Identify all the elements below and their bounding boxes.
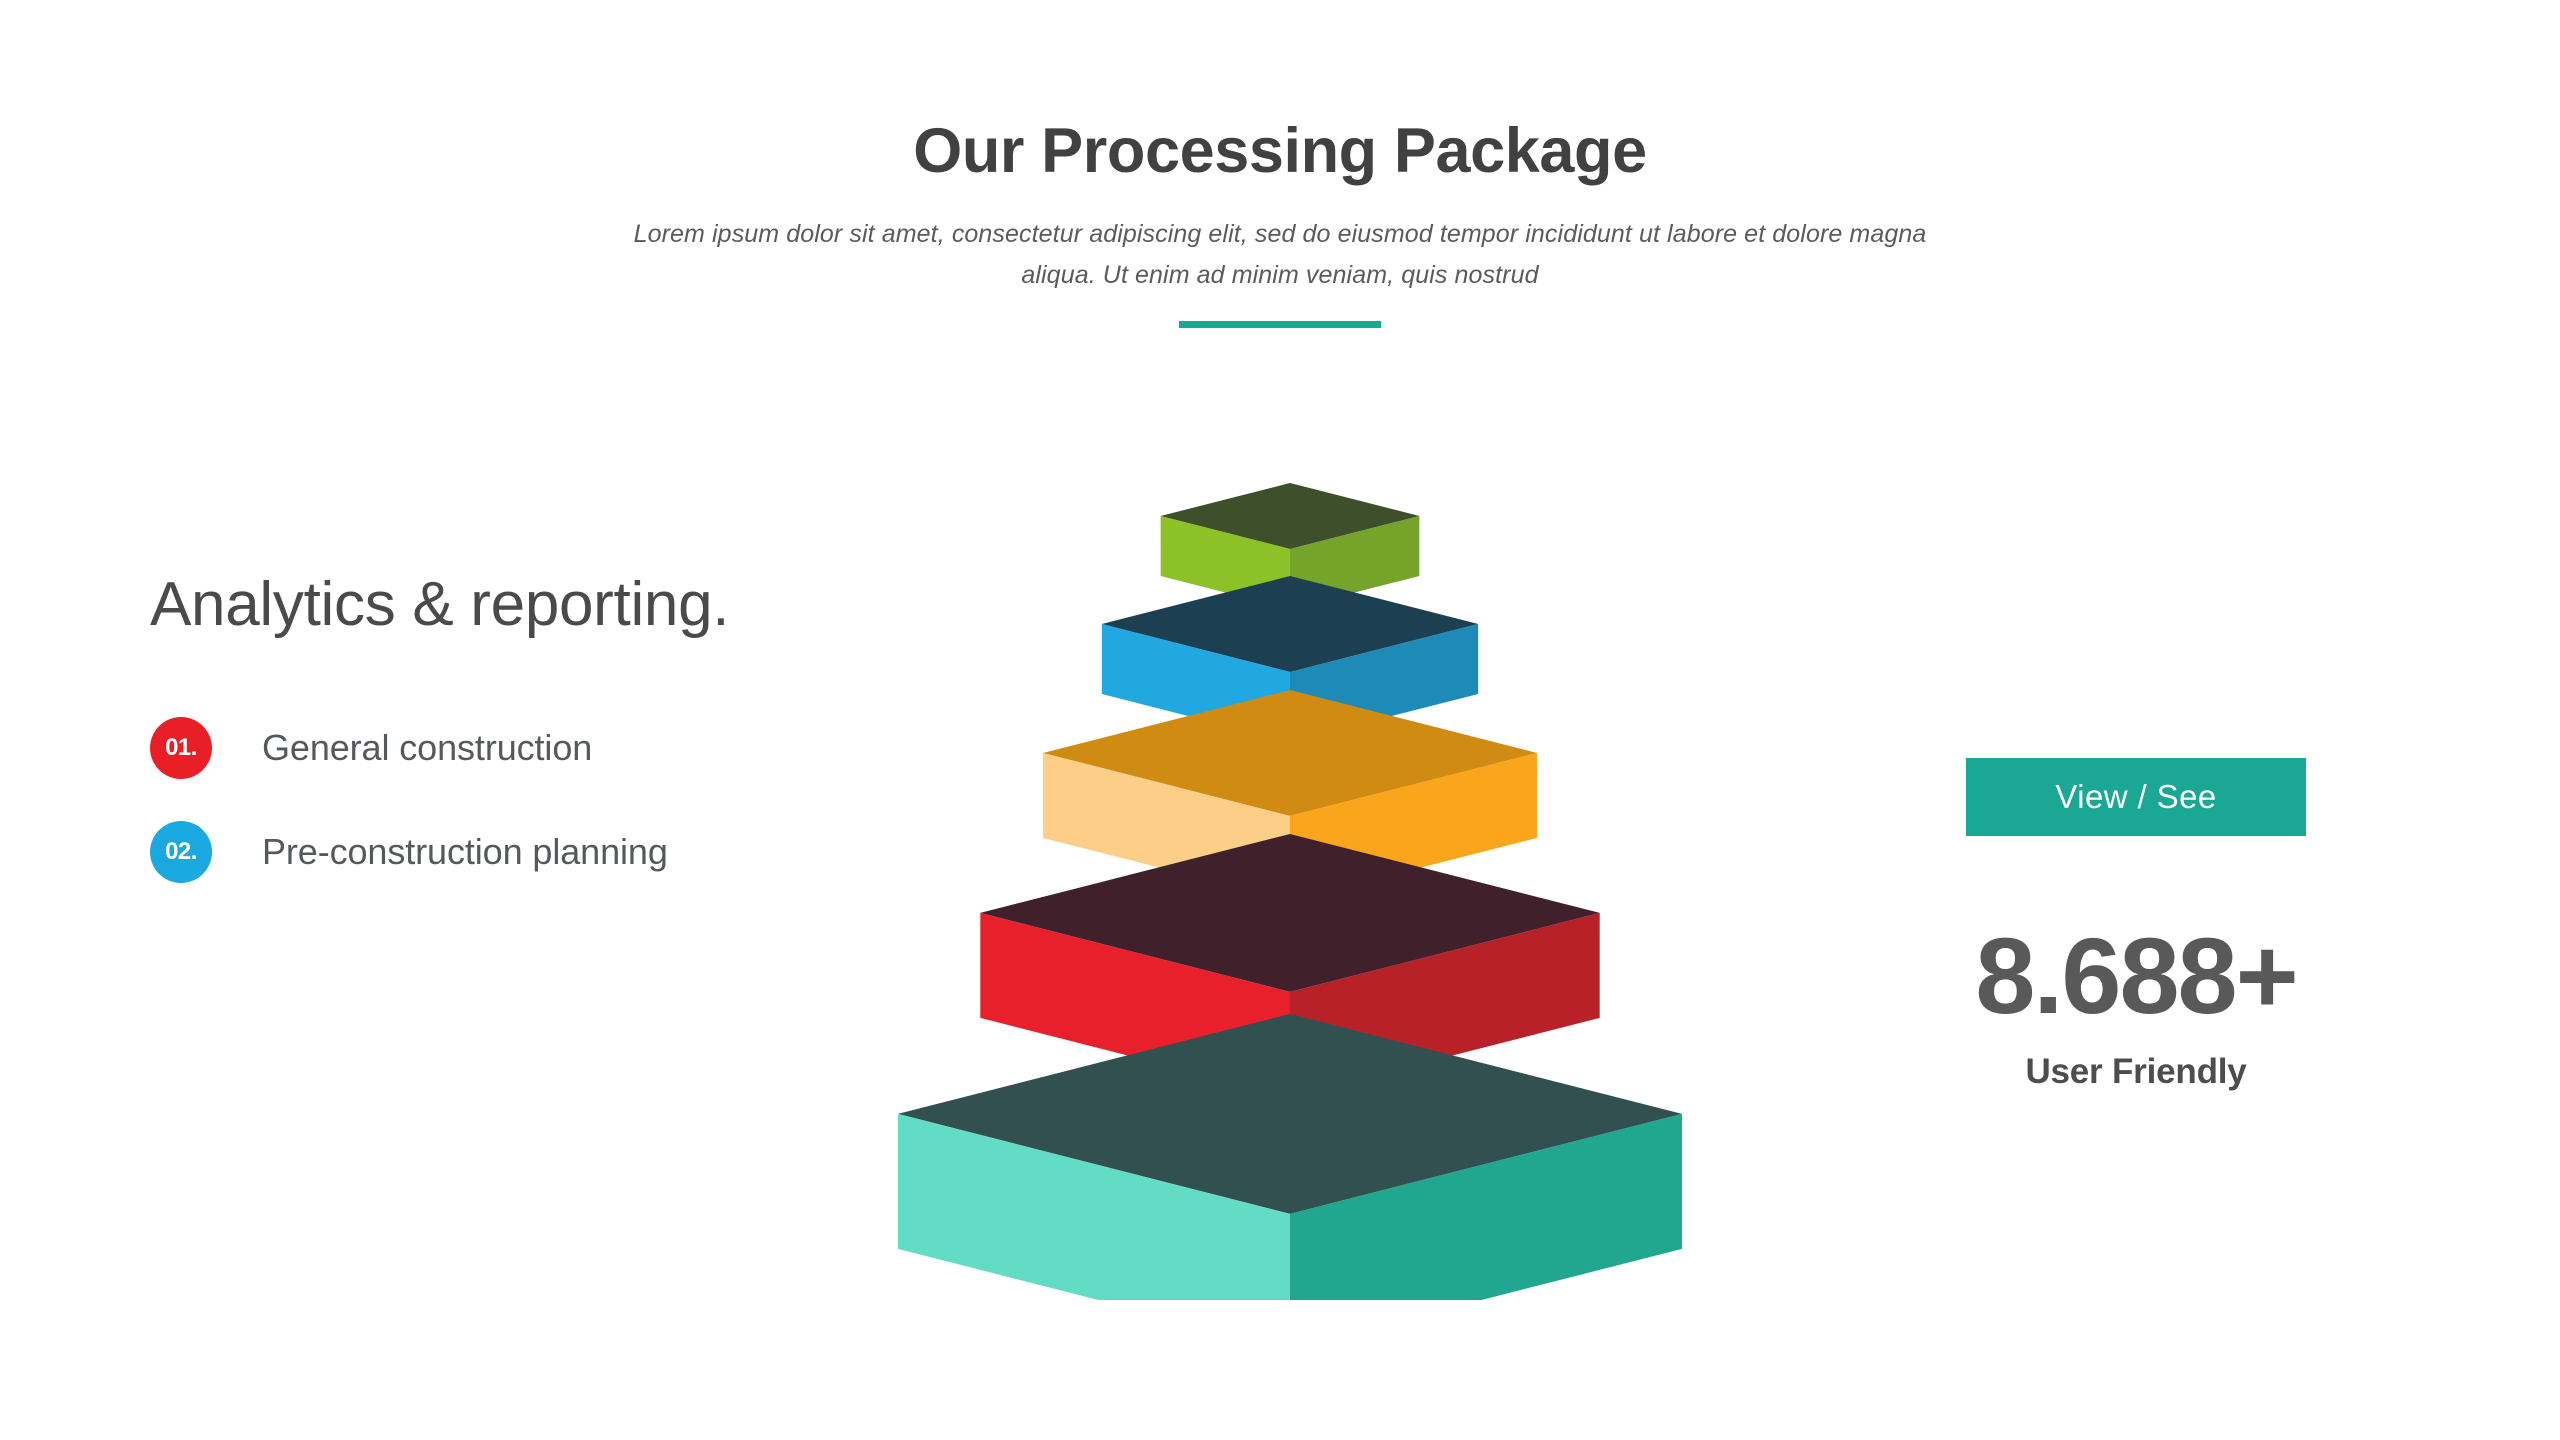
- isometric-pyramid-chart: [880, 470, 1700, 1300]
- stat-label: User Friendly: [2025, 1052, 2247, 1091]
- pyramid-layer-1-left-face: [898, 1113, 1290, 1300]
- feature-number-2: 02.: [165, 837, 197, 865]
- title-divider: [1179, 321, 1381, 329]
- feature-number-1: 01.: [165, 733, 197, 761]
- feature-list: 01. General construction 02. Pre-constru…: [150, 716, 770, 883]
- header: Our Processing Package Lorem ipsum dolor…: [0, 116, 2560, 329]
- pyramid-svg: [898, 483, 1682, 1300]
- page-title: Our Processing Package: [913, 116, 1647, 186]
- pyramid-layers: [898, 483, 1682, 1300]
- feature-number-badge-1: 01.: [150, 716, 212, 779]
- feature-item-2[interactable]: 02. Pre-construction planning: [150, 820, 770, 883]
- pyramid-layer-5-top-face: [1160, 483, 1420, 549]
- page-subtitle: Lorem ipsum dolor sit amet, consectetur …: [633, 220, 1927, 289]
- section-heading: Analytics & reporting.: [150, 570, 730, 639]
- pyramid-layer-3-top-face: [1043, 689, 1537, 816]
- pyramid-layer-1-right-face: [1290, 1113, 1682, 1300]
- right-column: View / See 8.688+ User Friendly: [1966, 758, 2366, 1092]
- feature-number-badge-2: 02.: [150, 820, 212, 883]
- stat-number: 8.688+: [1975, 915, 2298, 1036]
- view-see-button[interactable]: View / See: [1966, 758, 2306, 836]
- feature-label-1: General construction: [262, 726, 593, 768]
- left-column: Analytics & reporting. 01. General const…: [150, 570, 770, 925]
- pyramid-layer-1-top-face: [898, 1013, 1682, 1214]
- feature-label-2: Pre-construction planning: [262, 830, 668, 872]
- pyramid-layer-2-top-face: [980, 833, 1600, 992]
- feature-item-1[interactable]: 01. General construction: [150, 716, 770, 779]
